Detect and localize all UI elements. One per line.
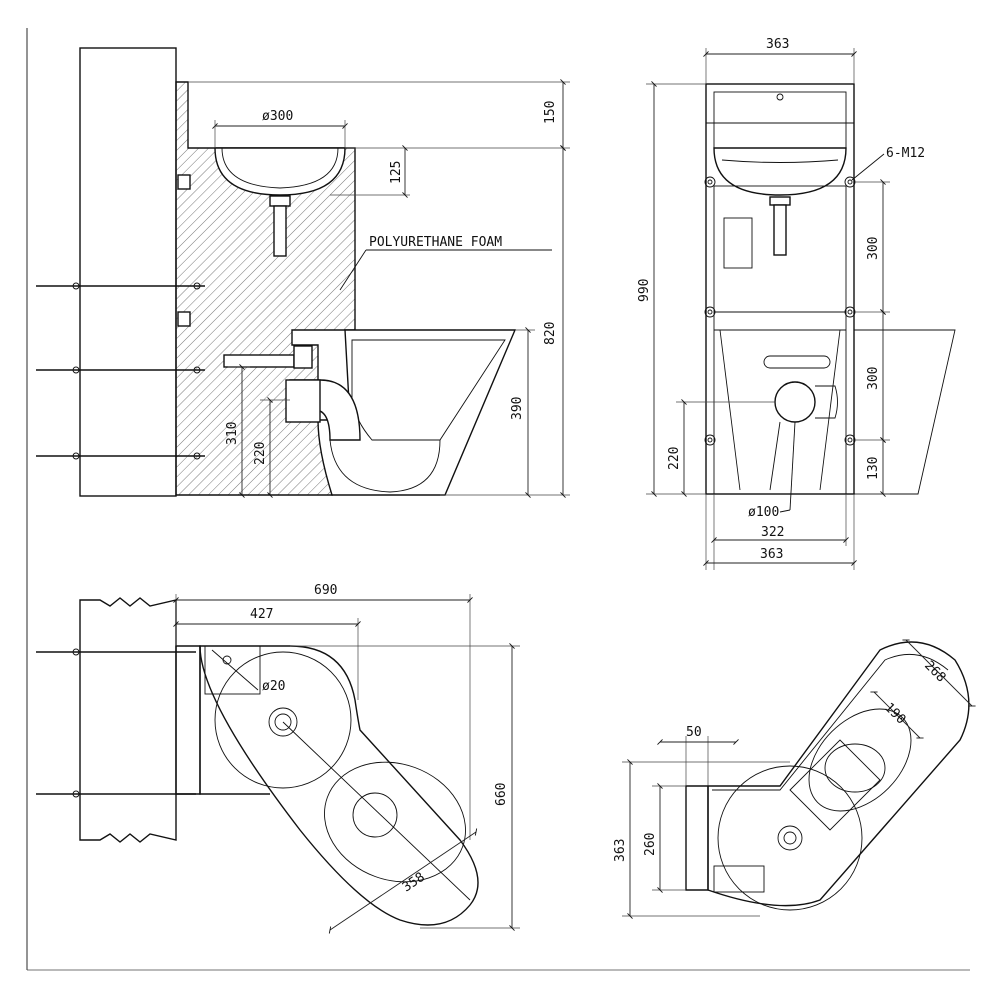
basin [214,147,346,196]
label-corner-outer-width: 268 [921,658,948,685]
label-corner-offset: 50 [686,725,702,740]
label-corner-inner-width: 260 [643,833,658,856]
label-plan-overall-length: 690 [314,583,337,598]
plan-outline [175,645,201,795]
label-bolt-spacing-upper: 300 [866,237,881,260]
label-plan-diagonal: 358 [400,870,428,896]
label-front-top-width: 363 [766,37,789,52]
label-front-inner-width: 322 [761,525,784,540]
cabinet-outline [705,83,855,495]
label-hole-diameter: ø20 [262,679,285,694]
label-outlet-diameter: ø100 [748,505,779,520]
label-basin-diameter: ø300 [262,109,293,124]
label-top-offset: 150 [543,101,558,124]
plan-view: ø20 690 427 660 358 [36,583,520,934]
label-front-bottom-width: 363 [760,547,783,562]
label-outlet-height: 220 [253,442,268,465]
wall-bolts [36,282,205,460]
label-plan-basin-length: 427 [250,607,273,622]
label-pan-height: 390 [510,397,525,420]
corner-outline [685,785,709,891]
label-corner-overall-width: 363 [613,839,628,862]
label-plan-overall-depth: 660 [494,783,509,806]
side-section-view: ø300 125 150 820 390 310 220 POLYURETHAN… [36,47,570,498]
label-rim-height: 820 [543,322,558,345]
label-bolt-spacing-lower: 300 [866,367,881,390]
label-corner-bowl-width: 190 [881,700,908,727]
front-elevation-view: 363 990 220 300 300 130 6-M12 ø100 322 [637,37,956,570]
label-basin-depth: 125 [389,161,404,184]
label-bolt-base: 130 [866,457,881,480]
label-front-outlet-height: 220 [667,447,682,470]
label-front-total-height: 990 [637,279,652,302]
wall [79,47,177,497]
corner-plan-view: 50 363 260 268 190 [613,639,976,919]
label-inlet-height: 310 [225,422,240,445]
label-material-note: POLYURETHANE FOAM [369,235,502,250]
plan-wall [79,597,177,843]
label-bolt-spec: 6-M12 [886,146,925,161]
